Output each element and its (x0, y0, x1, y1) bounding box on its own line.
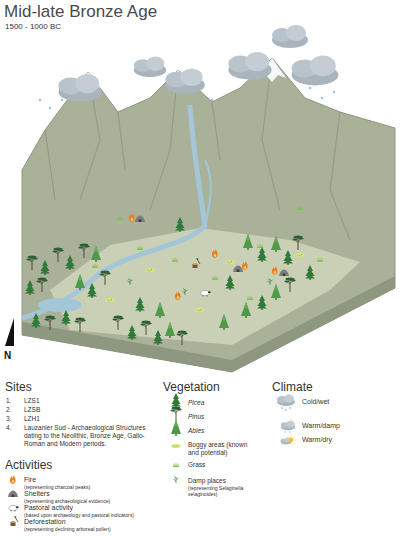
site-name: LZS1 (24, 397, 40, 405)
legend-note: (representing Selaginella selaginoides) (188, 485, 272, 497)
site-number: 4. (6, 424, 11, 432)
north-label: N (4, 350, 11, 362)
grass-tufts (92, 205, 323, 300)
legend-note: (representing archaeological evidence) (24, 498, 110, 504)
clouds (58, 25, 338, 102)
site-number: 1. (6, 397, 11, 405)
mountain-block (22, 58, 395, 372)
section-heading: Sites (5, 380, 32, 394)
site-name: LZH1 (24, 415, 40, 423)
legend-text: Warm/dry (302, 436, 332, 444)
site-number: 3. (6, 415, 11, 423)
section-heading: Activities (5, 458, 52, 472)
legend-text: Fire (24, 476, 36, 484)
legend-text: Shelters (24, 490, 50, 498)
legend-note: (based upon archaeology and pastoral ind… (24, 512, 134, 518)
legend-text: Grass (188, 461, 205, 469)
legend-text: Picea (188, 399, 204, 407)
legend-note: (representing charcoal peaks) (24, 484, 90, 490)
site-name: Lauzanier Sud - Archaeological Structure… (24, 424, 156, 447)
date-range: 1500 - 1000 BC (5, 22, 61, 32)
legend-text: Cold/wet (302, 398, 329, 406)
legend-note: (representing declining arboreal pollen) (24, 526, 111, 532)
section-heading: Climate (272, 380, 313, 394)
legend-text: Boggy areas (known and potential) (188, 441, 250, 457)
trees (25, 217, 315, 345)
activity-symbols (129, 213, 289, 300)
boggy-areas (105, 253, 305, 312)
site-name: LZSB (24, 406, 40, 414)
diagram-title: Mid-late Bronze Age (4, 2, 157, 22)
legend-text: Pastoral activity (24, 504, 73, 512)
legend-text: Deforestation (24, 518, 66, 526)
section-heading: Vegetation (163, 380, 220, 394)
legend-text: Pinus (188, 413, 204, 421)
legend-text: Abies (188, 427, 204, 435)
north-arrow (5, 318, 14, 346)
legend-text: Warm/damp (302, 422, 340, 430)
legend-text: Damp places (188, 477, 226, 485)
site-number: 2. (6, 406, 11, 414)
